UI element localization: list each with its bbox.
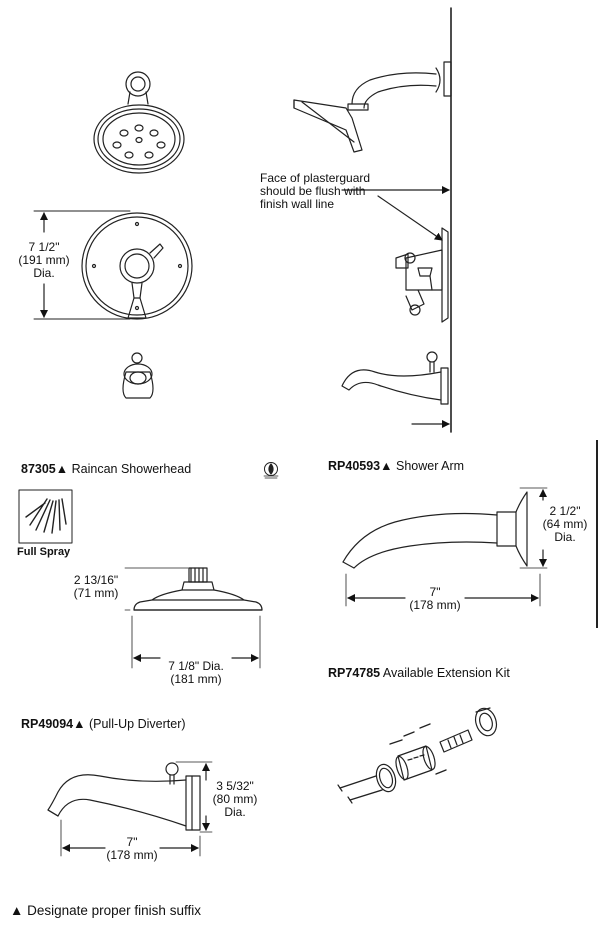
face-dimension bbox=[33, 210, 131, 320]
shower-arm-flange-mm: (64 mm) bbox=[542, 517, 588, 531]
diverter-height-dia: Dia. bbox=[224, 805, 246, 819]
diverter-code: RP49094▲ bbox=[21, 717, 86, 731]
shower-arm-title: RP40593▲ Shower Arm bbox=[328, 460, 464, 473]
face-dimension-label: 7 1/2" (191 mm) Dia. bbox=[14, 241, 74, 280]
plasterguard-note: Face of plasterguard should be flush wit… bbox=[260, 172, 370, 211]
showerhead-title: 87305▲ Raincan Showerhead bbox=[21, 463, 191, 476]
extension-kit-drawing bbox=[337, 707, 498, 804]
valve-trim-front-view bbox=[81, 212, 193, 320]
showerhead-dia-mm: (181 mm) bbox=[170, 672, 222, 686]
full-spray-icon bbox=[18, 489, 73, 544]
valve-side-view bbox=[395, 227, 449, 323]
shower-arm-length-dim: 7" (178 mm) bbox=[400, 586, 470, 612]
shower-arm-flange-inch: 2 1/2" bbox=[549, 504, 581, 518]
diverter-length-dim: 7" (178 mm) bbox=[97, 836, 167, 862]
shower-arm-code: RP40593▲ bbox=[328, 459, 393, 473]
plasterguard-note-line2: should be flush with bbox=[260, 184, 366, 198]
raincan-dimensions bbox=[124, 567, 261, 669]
diverter-dimensions bbox=[60, 761, 213, 857]
diverter-length-mm: (178 mm) bbox=[106, 848, 158, 862]
diverter-height-inch: 3 5/32" bbox=[216, 779, 254, 793]
plasterguard-note-line1: Face of plasterguard bbox=[260, 171, 371, 185]
extension-kit-name: Available Extension Kit bbox=[382, 666, 510, 680]
showerhead-dia-inch: 7 1/8" Dia. bbox=[168, 659, 224, 673]
showerhead-height-mm: (71 mm) bbox=[73, 586, 119, 600]
showerhead-height-inch: 2 13/16" bbox=[73, 573, 119, 587]
showerhead-name: Raincan Showerhead bbox=[71, 462, 192, 476]
shower-arm-flange-dia: Dia. bbox=[554, 530, 576, 544]
shower-arm-dimensions bbox=[345, 487, 548, 607]
water-sense-icon bbox=[263, 462, 279, 479]
diverter-name: (Pull-Up Diverter) bbox=[88, 717, 186, 731]
shower-arm-drawing bbox=[342, 491, 528, 569]
showerhead-side-view bbox=[293, 61, 452, 153]
showerhead-height-dim: 2 13/16" (71 mm) bbox=[66, 574, 126, 600]
diverter-height-mm: (80 mm) bbox=[212, 792, 258, 806]
face-dim-inch: 7 1/2" bbox=[28, 240, 60, 254]
extension-kit-code: RP74785 bbox=[328, 666, 381, 680]
diverter-spout-drawing bbox=[47, 762, 201, 831]
shower-arm-flange-dim: 2 1/2" (64 mm) Dia. bbox=[535, 505, 595, 544]
full-spray-label: Full Spray bbox=[17, 546, 71, 558]
diverter-length-inch: 7" bbox=[126, 835, 138, 849]
face-dim-dia: Dia. bbox=[33, 266, 55, 280]
finish-suffix-footnote: ▲ Designate proper finish suffix bbox=[10, 903, 201, 918]
shower-arm-length-mm: (178 mm) bbox=[409, 598, 461, 612]
showerhead-code: 87305▲ bbox=[21, 462, 69, 476]
raincan-showerhead-drawing bbox=[133, 567, 263, 611]
shower-arm-length-inch: 7" bbox=[429, 585, 441, 599]
shower-arm-name: Shower Arm bbox=[395, 459, 465, 473]
extension-kit-title: RP74785 Available Extension Kit bbox=[328, 667, 510, 680]
spout-side-view bbox=[341, 351, 449, 405]
diverter-height-dim: 3 5/32" (80 mm) Dia. bbox=[205, 780, 265, 819]
showerhead-dia-dim: 7 1/8" Dia. (181 mm) bbox=[156, 660, 236, 686]
face-dim-mm: (191 mm) bbox=[18, 253, 70, 267]
showerhead-front-view bbox=[93, 71, 185, 174]
plasterguard-note-line3: finish wall line bbox=[260, 197, 335, 211]
diverter-title: RP49094▲ (Pull-Up Diverter) bbox=[21, 718, 186, 731]
plasterguard-arrows bbox=[341, 186, 450, 428]
tub-spout-front-view bbox=[122, 352, 154, 399]
